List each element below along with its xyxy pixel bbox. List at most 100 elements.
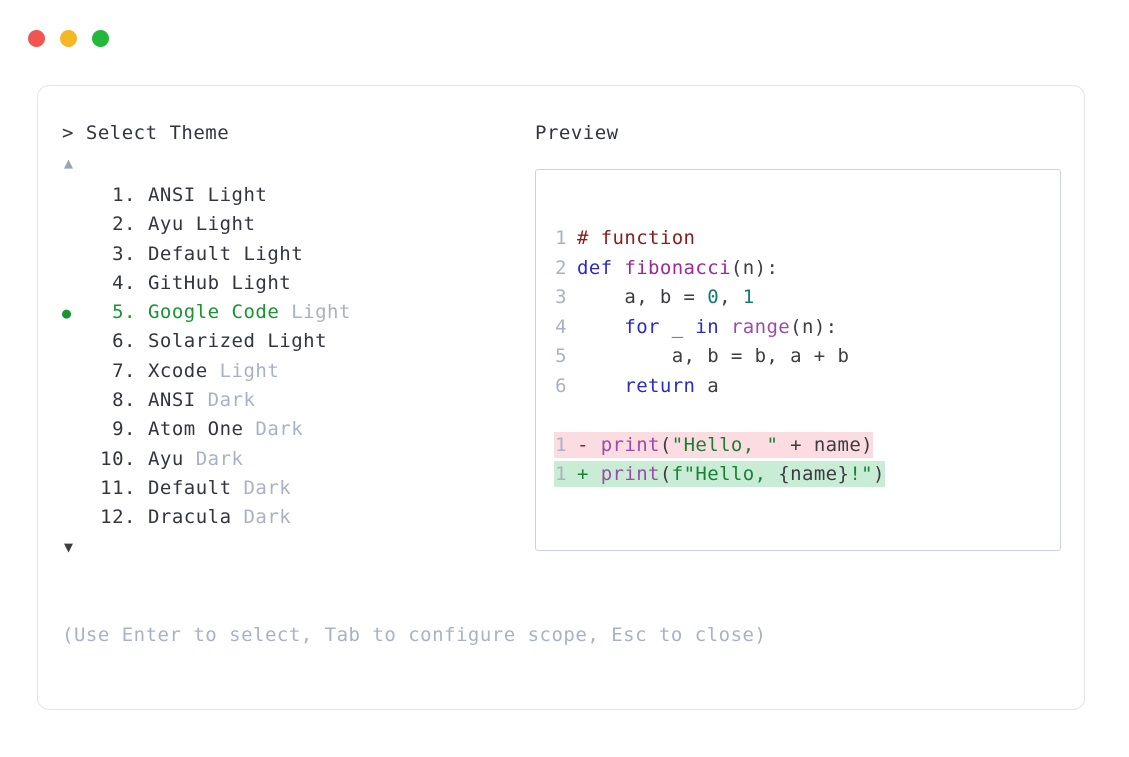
theme-item-variant: Dark (243, 506, 292, 529)
theme-item-variant: Dark (195, 447, 244, 470)
theme-item-name: ANSI (136, 389, 208, 412)
theme-item-variant: Light (291, 301, 351, 324)
theme-list-item[interactable]: 9. Atom One Dark (62, 415, 532, 444)
code-token: range (730, 315, 791, 338)
theme-item-name: GitHub (136, 271, 232, 294)
diff-added-line: 1+ print(f"Hello, {name}!") (554, 460, 885, 490)
theme-item-name: Ayu (136, 447, 196, 470)
line-number: 4 (555, 315, 567, 338)
code-token (719, 316, 731, 338)
theme-item-number: 2. (112, 213, 136, 236)
code-line: 1# function (554, 224, 885, 254)
bullet-placeholder (62, 416, 92, 444)
theme-item-number: 1. (112, 184, 136, 206)
theme-item-name: Default (136, 242, 244, 265)
theme-item-variant: Light (195, 213, 256, 236)
code-line: 4 for _ in range(n): (554, 313, 885, 343)
diff-highlight: 1+ print(f"Hello, {name}!") (554, 461, 885, 487)
line-number: 1 (555, 227, 567, 249)
theme-list-item[interactable]: 6. Solarized Light (62, 327, 532, 356)
code-token: ( (659, 463, 672, 485)
diff-marker: + (577, 463, 601, 485)
diff-marker: - (577, 433, 601, 456)
code-token: fibonacci (624, 256, 731, 279)
scroll-up-icon[interactable]: ▲ (64, 154, 74, 172)
code-token: (n): (790, 315, 838, 338)
bullet-placeholder (62, 358, 92, 386)
code-token: !" (849, 463, 874, 485)
bullet-placeholder (62, 387, 92, 415)
line-number: 1 (555, 433, 567, 456)
code-token: f"Hello, (671, 463, 779, 485)
close-window-button[interactable] (28, 30, 45, 47)
theme-item-variant: Dark (255, 418, 304, 441)
minimize-window-button[interactable] (60, 30, 77, 47)
theme-item-number: 5. (112, 301, 136, 324)
code-token: 1 (742, 286, 755, 308)
page-title: > Select Theme (62, 122, 230, 144)
theme-list-item[interactable]: 1. ANSI Light (62, 181, 532, 210)
bullet-placeholder (62, 270, 92, 298)
selected-bullet-icon: ● (62, 304, 72, 323)
theme-item-number: 12. (100, 506, 136, 529)
theme-item-number: 3. (112, 242, 136, 265)
code-token: , (719, 286, 743, 308)
theme-item-name: Google Code (136, 301, 292, 324)
diff-highlight: 1- print("Hello, " + name) (554, 431, 874, 458)
bullet-placeholder (62, 241, 92, 269)
keyboard-hint: (Use Enter to select, Tab to configure s… (62, 624, 767, 646)
theme-item-name: ANSI (136, 184, 208, 206)
theme-item-number: 7. (112, 359, 136, 382)
code-token: for (624, 315, 660, 338)
theme-item-number: 11. (100, 476, 136, 499)
theme-item-number: 6. (112, 330, 136, 353)
theme-item-variant: Light (243, 242, 304, 265)
code-token: _ (659, 315, 696, 338)
window-traffic-lights (28, 30, 109, 47)
maximize-window-button[interactable] (92, 30, 109, 47)
code-token: "Hello, " (671, 433, 779, 456)
theme-list-item[interactable]: 3. Default Light (62, 240, 532, 269)
theme-item-variant: Light (207, 184, 268, 206)
theme-list-item[interactable]: 7. Xcode Light (62, 357, 532, 386)
theme-item-number: 4. (112, 271, 136, 294)
theme-item-name: Ayu (136, 213, 196, 236)
theme-item-name: Atom One (136, 418, 256, 441)
scroll-down-icon[interactable]: ▼ (64, 537, 74, 556)
theme-list-item[interactable]: 10. Ayu Dark (62, 445, 532, 474)
theme-item-number: 9. (112, 418, 136, 441)
code-line: 6 return a (554, 372, 885, 402)
theme-item-number: 8. (112, 389, 136, 412)
code-token: {name} (778, 463, 850, 485)
theme-selection-pane: > Select Theme ▲ 1. ANSI Light 2. Ayu Li… (62, 119, 532, 557)
theme-list-item[interactable]: 8. ANSI Dark (62, 386, 532, 415)
code-token: ) (873, 463, 885, 485)
theme-list-item[interactable]: ● 5. Google Code Light (62, 298, 532, 327)
theme-item-variant: Light (267, 330, 328, 353)
code-token: print (600, 433, 660, 456)
theme-list-item[interactable]: 4. GitHub Light (62, 269, 532, 298)
code-token: print (600, 463, 660, 485)
diff-removed-line: 1- print("Hello, " + name) (554, 431, 885, 461)
code-line: 5 a, b = b, a + b (554, 342, 885, 372)
theme-item-name: Solarized (136, 330, 268, 353)
line-number: 2 (555, 256, 567, 279)
code-token: a, b = b, a + b (577, 345, 850, 367)
diff-block: 1- print("Hello, " + name)1+ print(f"Hel… (554, 431, 885, 490)
code-token (577, 316, 624, 338)
theme-list-item[interactable]: 12. Dracula Dark (62, 503, 532, 532)
code-line: 3 a, b = 0, 1 (554, 283, 885, 313)
theme-list-item[interactable]: 11. Default Dark (62, 474, 532, 503)
code-token: + name) (778, 433, 874, 456)
theme-item-variant: Dark (207, 389, 256, 412)
code-token: in (695, 315, 720, 338)
theme-item-name: Xcode (136, 359, 220, 382)
code-token: return (624, 374, 696, 397)
theme-item-number: 10. (100, 447, 136, 470)
theme-list-item[interactable]: 2. Ayu Light (62, 210, 532, 239)
preview-label: Preview (535, 122, 619, 144)
